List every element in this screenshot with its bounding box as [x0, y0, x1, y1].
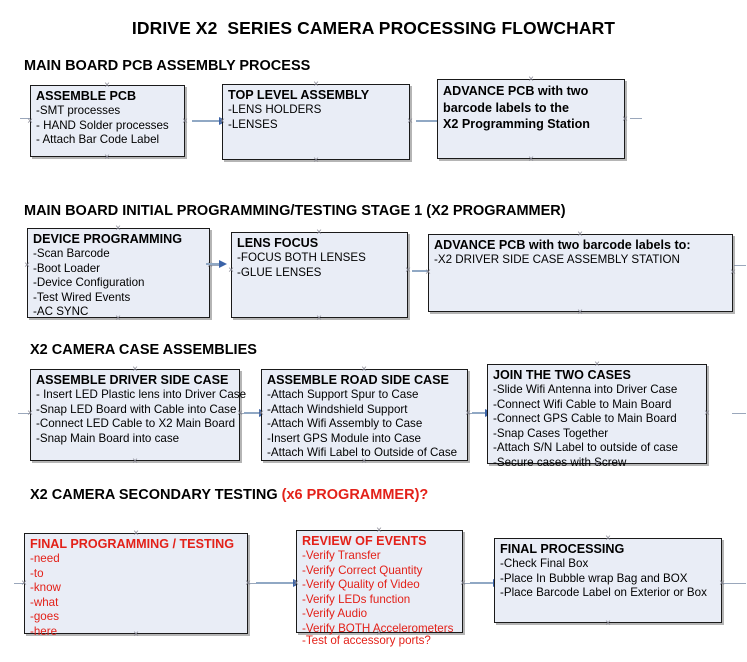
box-line: -Verify BOTH Accelerometers	[302, 621, 454, 635]
box-title: JOIN THE TWO CASES	[493, 368, 631, 382]
box-line: -Attach Support Spur to Case	[267, 388, 419, 401]
box-line: -goes	[30, 610, 60, 624]
connector-arrow	[244, 408, 267, 417]
connector-arrow	[192, 116, 227, 125]
connector-arrow	[472, 408, 493, 417]
box-line: -Snap Main Board into case	[36, 431, 180, 445]
box-line: -LENSES	[228, 117, 278, 131]
box-assemble-pcb[interactable]: ASSEMBLE PCB -SMT processes - HAND Solde…	[30, 85, 185, 157]
box-line: -GLUE LENSES	[237, 265, 322, 279]
box-join-the-two-cases[interactable]: JOIN THE TWO CASES -Slide Wifi Antenna i…	[487, 364, 707, 469]
box-line: -here	[30, 624, 58, 638]
box-line: -Connect GPS Cable to Main Board	[493, 412, 677, 426]
box-line: -Attach S/N Label to outside of case	[493, 441, 678, 455]
box-line: -Boot Loader	[33, 261, 101, 275]
guide-line	[18, 413, 30, 414]
guide-line	[630, 118, 642, 119]
box-line: - Insert LED Plastic lens into Driver Ca…	[36, 388, 247, 401]
box-line: -Secure cases with Screw	[493, 455, 627, 469]
box-title: FINAL PROCESSING	[500, 542, 625, 556]
connector-arrow	[470, 578, 501, 587]
box-assemble-road-side-case[interactable]: ASSEMBLE ROAD SIDE CASE -Attach Support …	[261, 369, 468, 461]
section-heading-text: MAIN BOARD PCB ASSEMBLY PROCESS	[24, 58, 311, 74]
guide-line	[208, 265, 222, 266]
box-line: -Device Configuration	[33, 276, 145, 290]
box-line: -Scan Barcode	[33, 247, 110, 260]
box-line: -Verify Quality of Video	[302, 578, 420, 592]
box-line: -Verify Transfer	[302, 549, 381, 562]
box-final-processing[interactable]: FINAL PROCESSING -Check Final Box -Place…	[494, 538, 722, 623]
box-line: -Place Barcode Label on Exterior or Box	[500, 586, 707, 600]
section-heading-main-board-pcb-assembly-process: MAIN BOARD PCB ASSEMBLY PROCESS	[24, 58, 310, 74]
connector-arrow	[256, 578, 301, 587]
arrow-head-icon	[219, 259, 227, 268]
section-heading-x2-camera-secondary-testing: X2 CAMERA SECONDARY TESTING (x6 PROGRAMM…	[30, 487, 428, 503]
box-assemble-driver-side-case[interactable]: ASSEMBLE DRIVER SIDE CASE - Insert LED P…	[30, 369, 247, 461]
box-final-programming-testing[interactable]: FINAL PROGRAMMING / TESTING -need -to -k…	[24, 533, 248, 638]
box-line: -Slide Wifi Antenna into Driver Case	[493, 383, 678, 396]
box-line: -Verify LEDs function	[302, 592, 411, 606]
box-line: ADVANCE PCB with two	[443, 84, 589, 98]
box-line: -Attach Wifi Label to Outside of Case	[267, 446, 458, 460]
box-line: -need	[30, 552, 60, 565]
section-heading-x2-camera-case-assemblies: X2 CAMERA CASE ASSEMBLIES	[30, 342, 257, 358]
box-device-programming[interactable]: DEVICE PROGRAMMING -Scan Barcode -Boot L…	[27, 228, 210, 318]
box-advance-pcb-to-driver-side-case-station[interactable]: ADVANCE PCB with two barcode labels to: …	[428, 234, 733, 312]
box-title: TOP LEVEL ASSEMBLY	[228, 88, 370, 102]
box-line: -Connect Wifi Cable to Main Board	[493, 397, 672, 411]
box-line: X2 Programming Station	[443, 117, 590, 131]
page-title: IDRIVE X2 SERIES CAMERA PROCESSING FLOWC…	[131, 18, 616, 38]
connector-arrow	[416, 116, 445, 125]
box-line: -know	[30, 581, 61, 595]
box-lens-focus[interactable]: LENS FOCUS -FOCUS BOTH LENSES -GLUE LENS…	[231, 232, 408, 318]
guide-line	[732, 413, 746, 414]
box-title: ASSEMBLE DRIVER SIDE CASE	[36, 373, 229, 387]
box-top-level-assembly[interactable]: TOP LEVEL ASSEMBLY -LENS HOLDERS -LENSES	[222, 84, 410, 160]
box-line: - Attach Bar Code Label	[36, 133, 160, 147]
box-line: -Attach Wifi Assembly to Case	[267, 417, 423, 431]
box-line: -what	[30, 595, 59, 609]
box-line: -Verify Audio	[302, 607, 368, 621]
box-line: - HAND Solder processes	[36, 118, 169, 132]
guide-line	[20, 118, 30, 119]
box-line: -Connect LED Cable to X2 Main Board	[36, 417, 236, 431]
box-line: -Verify Correct Quantity	[302, 563, 423, 577]
box-line: -AC SYNC	[33, 305, 89, 319]
box-line: -LENS HOLDERS	[228, 103, 322, 116]
box-title: REVIEW OF EVENTS	[302, 534, 427, 548]
box-line: -Snap Cases Together	[493, 426, 609, 440]
guide-line	[722, 583, 746, 584]
box-line: -Check Final Box	[500, 557, 589, 570]
box-line: -Insert GPS Module into Case	[267, 431, 422, 445]
guide-line	[14, 583, 26, 584]
section-heading-main-board-initial-programming: MAIN BOARD INITIAL PROGRAMMING/TESTING S…	[24, 203, 566, 219]
box-title: LENS FOCUS	[237, 236, 319, 250]
section-heading-text: MAIN BOARD INITIAL PROGRAMMING/TESTING S…	[24, 203, 566, 219]
box-title: FINAL PROGRAMMING / TESTING	[30, 537, 235, 551]
box-title: ADVANCE PCB with two barcode labels to:	[434, 238, 691, 252]
box-line: -FOCUS BOTH LENSES	[237, 251, 366, 264]
box-line: -to	[30, 566, 44, 580]
box-title: DEVICE PROGRAMMING	[33, 232, 183, 246]
box-line: -Place In Bubble wrap Bag and BOX	[500, 571, 688, 585]
box-title: ASSEMBLE ROAD SIDE CASE	[267, 373, 449, 387]
section-heading-text: X2 CAMERA SECONDARY TESTING	[30, 487, 282, 503]
section-heading-accent: (x6 PROGRAMMER)?	[281, 487, 429, 503]
box-line: -Test Wired Events	[33, 290, 131, 304]
box-overflow-line: -Test of accessory ports?	[302, 634, 431, 647]
box-title: ASSEMBLE PCB	[36, 89, 137, 103]
box-line: -Snap LED Board with Cable into Case	[36, 402, 237, 416]
section-heading-text: X2 CAMERA CASE ASSEMBLIES	[30, 342, 257, 358]
guide-line	[734, 265, 746, 266]
box-line: -X2 DRIVER SIDE CASE ASSEMBLY STATION	[434, 253, 680, 266]
box-advance-pcb-to-programming-station[interactable]: ADVANCE PCB with two barcode labels to t…	[437, 79, 625, 159]
box-line: -Attach Windshield Support	[267, 402, 408, 416]
connector-arrow	[206, 259, 227, 268]
box-line: barcode labels to the	[443, 100, 569, 115]
box-review-of-events[interactable]: REVIEW OF EVENTS -Verify Transfer -Verif…	[296, 530, 463, 647]
box-line: -SMT processes	[36, 104, 121, 117]
